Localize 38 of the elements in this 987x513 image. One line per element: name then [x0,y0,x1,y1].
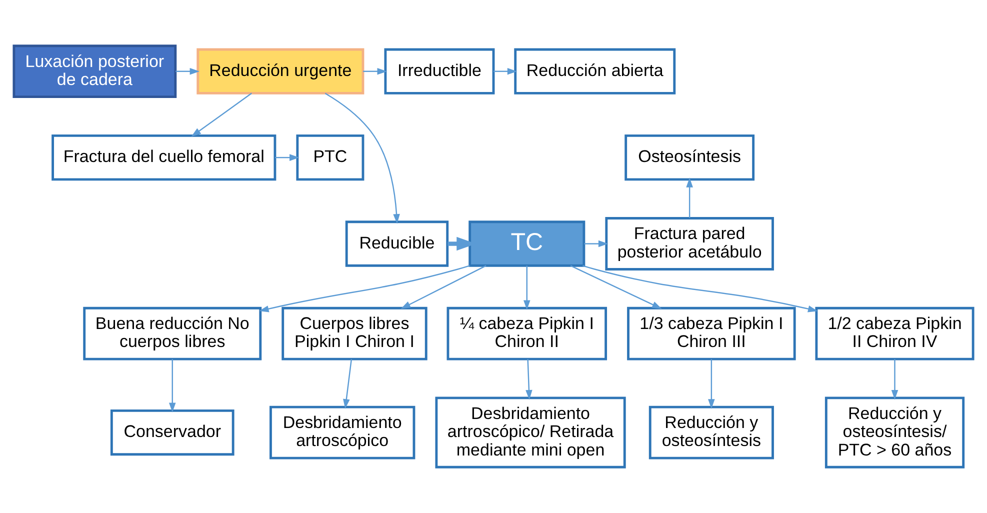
arrow [582,265,818,312]
node-box: Buena reducción No cuerpos libres [83,306,262,360]
node-box: Desbridamiento artroscópico [270,406,416,460]
arrow [191,92,252,137]
node-box: Reducción urgente [196,48,364,94]
node-box: ¼ cabeza Pipkin I Chiron II [446,306,608,360]
arrow [686,178,693,218]
arrow [494,68,518,75]
node-box: Fractura pared posterior acetábulo [605,217,774,270]
node-box: Reducción y osteosíntesis [648,406,774,460]
arrow [570,265,662,309]
arrow [526,359,532,400]
node-box: Reducción abierta [514,48,676,94]
node-box: 1/2 cabeza Pipkin II Chiron IV [815,306,974,360]
arrow [400,265,486,309]
arrow [274,154,300,161]
arrow [891,359,898,400]
arrow [523,266,530,310]
node-box: Desbridamiento artroscópico/ Retirada mediante mini open [435,396,626,468]
node-box: Reducción y osteosíntesis/ PTC > 60 años [824,396,965,468]
node-box: Conservador [110,409,234,456]
node-box: Luxación posterior de cadera [12,44,177,98]
arrow [343,359,352,409]
arrow [708,359,715,409]
node-box: Cuerpos libres Pipkin I Chiron I [282,306,428,360]
arrow [324,92,400,224]
arrow [259,265,470,312]
node-box: Osteosíntesis [624,134,755,181]
node-box: Reducible [345,220,449,267]
arrow [363,68,387,75]
arrow [168,359,176,412]
arrow [176,68,200,75]
arrow [584,240,608,248]
node-box: TC [468,220,586,267]
node-box: Irreductible [384,48,495,94]
node-box: PTC [296,134,364,181]
node-box: 1/3 cabeza Pipkin I Chiron III [627,306,796,360]
node-box: Fractura del cuello femoral [52,134,276,181]
